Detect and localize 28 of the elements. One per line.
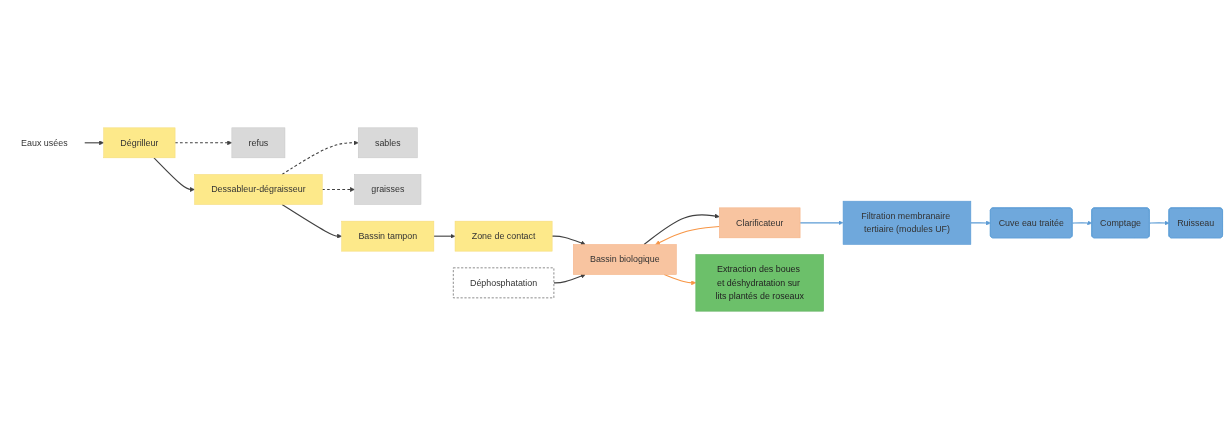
node-box: graisses	[354, 174, 422, 205]
arrow	[153, 157, 195, 192]
node-box: Déphosphatation	[453, 267, 555, 299]
arrow	[553, 273, 586, 284]
arrow	[655, 225, 720, 245]
node-text: Eaux usées	[21, 137, 68, 148]
arrow	[321, 187, 355, 192]
arrow	[433, 233, 456, 239]
arrow	[281, 140, 359, 176]
arrow	[643, 213, 720, 246]
node-box: Dessableur-dégraisseur	[194, 174, 323, 205]
node-box: refus	[231, 127, 286, 159]
node-box: Clarificateur	[719, 207, 801, 239]
arrow	[1071, 220, 1093, 226]
arrow	[970, 220, 991, 226]
arrow	[799, 220, 844, 226]
arrow	[551, 235, 586, 246]
node-box: Filtration membranaire tertiaire (modules UF)	[842, 200, 972, 245]
node-box: Bassin tampon	[341, 220, 435, 252]
node-box: sables	[358, 127, 418, 159]
node-box: Extraction des boues et déshydratation sur lits plantés de roseaux	[695, 254, 824, 312]
node-box: Bassin biologique	[573, 244, 677, 275]
node-box: Dégrilleur	[103, 127, 176, 159]
arrow	[174, 140, 233, 146]
node-box: Zone de contact	[454, 220, 553, 252]
arrow	[1149, 220, 1170, 226]
arrow	[663, 273, 697, 286]
arrow	[281, 203, 342, 239]
